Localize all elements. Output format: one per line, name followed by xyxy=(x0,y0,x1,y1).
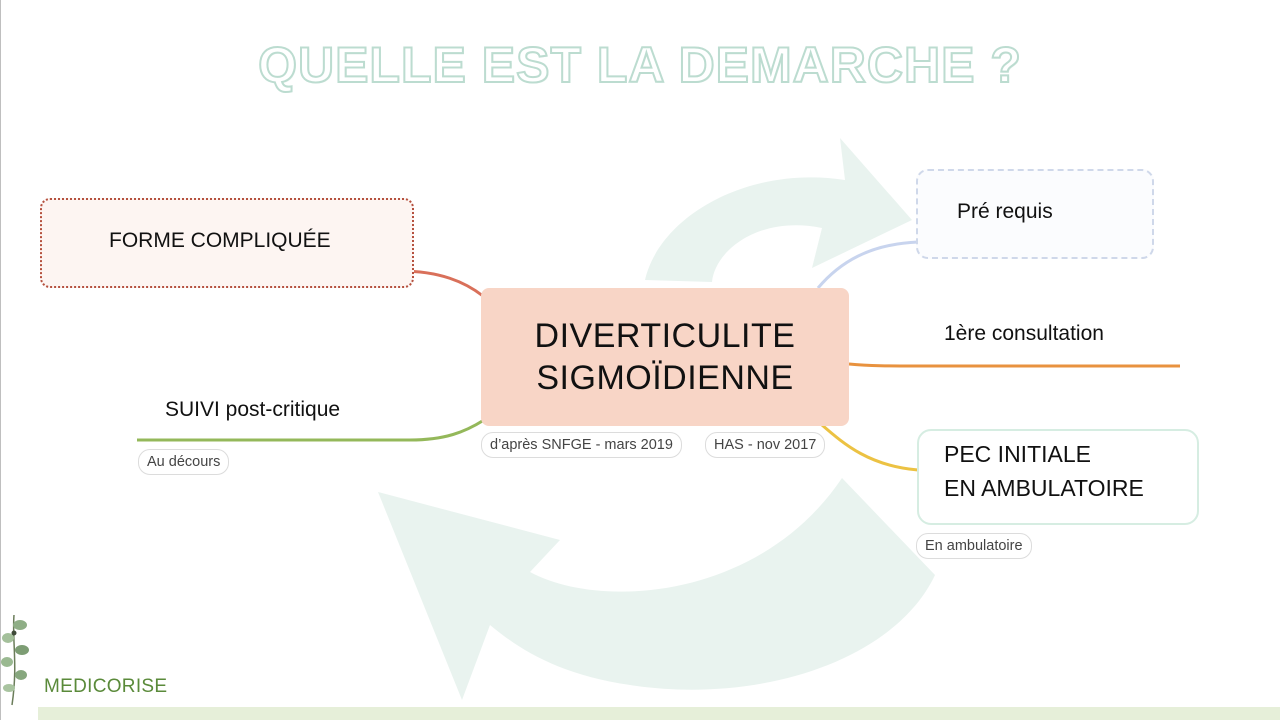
page-title: QUELLE EST LA DEMARCHE ? xyxy=(257,36,1022,94)
central-topic[interactable]: DIVERTICULITE SIGMOÏDIENNE xyxy=(481,288,849,426)
source-tag-has: HAS - nov 2017 xyxy=(705,432,826,458)
brand-name: MEDICORISE xyxy=(44,676,168,697)
branch-forme-compliquee-box[interactable] xyxy=(40,198,414,288)
branch-suivi-label[interactable]: SUIVI post-critique xyxy=(165,398,341,421)
connector-consultation xyxy=(848,362,1180,368)
branch-pec-line2: EN AMBULATOIRE xyxy=(944,475,1144,501)
branch-suivi-tag: Au décours xyxy=(138,449,230,475)
branch-pec-label: PEC INITIALE EN AMBULATOIRE xyxy=(944,437,1144,505)
branch-pec-tag: En ambulatoire xyxy=(916,533,1032,559)
source-tag-snfge: d’après SNFGE - mars 2019 xyxy=(481,432,682,458)
branch-pec-line1: PEC INITIALE xyxy=(944,441,1091,467)
cycle-arrows-icon xyxy=(378,138,935,700)
connector-prerequis xyxy=(816,240,1112,289)
branch-prerequis-label: Pré requis xyxy=(957,200,1053,223)
branch-prerequis-box[interactable] xyxy=(916,169,1154,259)
left-border xyxy=(0,0,1,720)
connector-suivi xyxy=(137,418,485,442)
eucalyptus-branch-icon xyxy=(1,614,29,706)
branch-consultation-label[interactable]: 1ère consultation xyxy=(944,322,1104,345)
central-topic-line2: SIGMOÏDIENNE xyxy=(536,359,794,397)
branch-forme-compliquee-label: FORME COMPLIQUÉE xyxy=(109,229,331,252)
central-topic-line1: DIVERTICULITE xyxy=(534,317,796,355)
footer-band xyxy=(38,707,1280,720)
connector-pec xyxy=(821,423,919,472)
branch-pec-box[interactable] xyxy=(917,429,1199,525)
